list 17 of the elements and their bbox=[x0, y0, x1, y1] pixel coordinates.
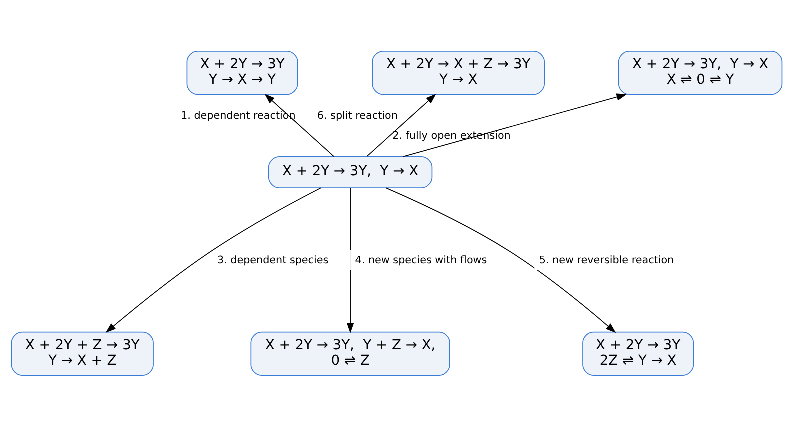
arrow bbox=[264, 94, 335, 158]
arrow bbox=[403, 94, 628, 158]
edge-label: 4. new species with flows bbox=[355, 254, 488, 266]
arrow bbox=[366, 94, 436, 158]
node-box: X + 2Y + Z → 3Y Y → X + Z bbox=[11, 332, 154, 376]
node-box: X + 2Y → 3Y, Y + Z → X, 0 ⇌ Z bbox=[250, 332, 450, 376]
node-box: X + 2Y → 3Y, Y → X bbox=[268, 156, 433, 188]
node-box: X + 2Y → X + Z → 3Y Y → X bbox=[372, 51, 545, 96]
edge-label: 5. new reversible reaction bbox=[539, 254, 674, 266]
node-box: X + 2Y → 3Y, Y → X X ⇌ 0 ⇌ Y bbox=[618, 51, 783, 96]
arrow bbox=[386, 188, 616, 334]
edge-label: 3. dependent species bbox=[217, 254, 329, 266]
node-box: X + 2Y → 3Y Y → X → Y bbox=[186, 51, 298, 96]
edge-label: 6. split reaction bbox=[317, 110, 398, 122]
arrow bbox=[346, 188, 354, 334]
arrow bbox=[106, 188, 322, 333]
node-box: X + 2Y → 3Y 2Z ⇌ Y → X bbox=[582, 332, 694, 376]
